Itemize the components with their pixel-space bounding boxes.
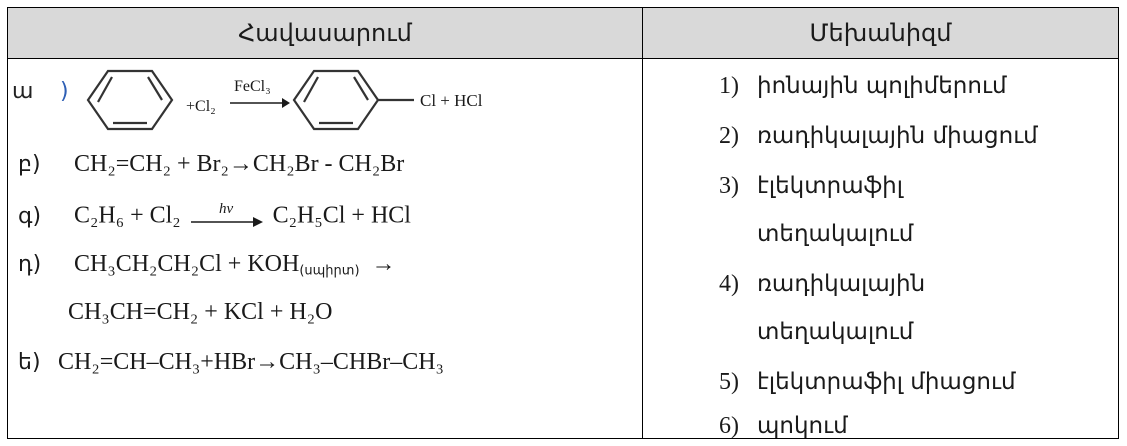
reaction-e-equation: CH₂=CH–CH₃+HBr→CH₃–CHBr–CH₃ — [58, 349, 444, 375]
mechanism-text: պոկում — [757, 413, 848, 439]
reaction-d-line1: CH₃CH₂CH₂Cl + KOH — [74, 251, 300, 277]
mechanism-number: 4) — [719, 271, 739, 297]
reaction-g-left: C₂H₆ + Cl₂ — [74, 202, 181, 229]
solvent-note: (սպիրտ) — [299, 263, 360, 279]
reaction-letter: ա — [12, 79, 34, 104]
reaction-b-equation: CH₂=CH₂ + Br₂→CH₂Br - CH₂Br — [74, 151, 405, 177]
reaction-b: բ) CH₂=CH₂ + Br₂→CH₂Br - CH₂Br — [18, 151, 404, 178]
mechanism-item-3-continued: տեղակալում — [719, 221, 913, 247]
reaction-paren: ) — [60, 79, 69, 104]
reaction-d: դ) CH₃CH₂CH₂Cl + KOH(սպիրտ) → — [18, 251, 396, 278]
mechanism-text: ռադիկալային — [757, 271, 926, 297]
header-mechanism: Մեխանիզմ — [642, 7, 1119, 59]
reaction-mechanism-table: Հավասարում Մեխանիզմ ա ) — [7, 7, 1119, 439]
hv-label: hν — [219, 201, 234, 217]
reaction-g-right: C₂H₅Cl + HCl — [272, 202, 411, 229]
reaction-arrow — [230, 98, 290, 108]
mechanism-number: 2) — [719, 123, 739, 149]
mechanism-number: 3) — [719, 173, 739, 199]
mechanism-text: էլեկտրաֆիլ — [757, 173, 903, 199]
mechanism-number: 1) — [719, 73, 739, 99]
mechanisms-cell: 1) իոնային պոլիմերում 2) ռադիկալային միացո… — [642, 58, 1119, 440]
reaction-g: գ) C₂H₆ + Cl₂ hν C₂H₅Cl + HCl — [18, 201, 411, 233]
hv-arrow: hν — [190, 201, 263, 227]
plus-cl2: +Cl₂ — [186, 98, 216, 115]
mechanism-text-continued: տեղակալում — [757, 221, 914, 247]
header-equation: Հավասարում — [7, 7, 643, 59]
equations-cell: ա ) +Cl₂ FeCl₃ — [7, 58, 643, 439]
mechanism-text: էլեկտրաֆիլ միացում — [757, 369, 1016, 395]
mechanism-item-4-continued: տեղակալում — [719, 319, 913, 345]
mechanism-text-continued: տեղակալում — [757, 319, 914, 345]
benzene-reaction-scheme: +Cl₂ FeCl₃ — [86, 69, 483, 131]
product-tail: Cl + HCl — [420, 91, 483, 110]
mechanism-item-6: 6) պոկում — [719, 413, 848, 440]
mechanism-item-1: 1) իոնային պոլիմերում — [719, 73, 1007, 100]
mechanism-item-2: 2) ռադիկալային միացում — [719, 123, 1038, 150]
reaction-letter: բ) — [18, 152, 41, 177]
table-header-row: Հավասարում Մեխանիզմ — [7, 7, 1119, 59]
reaction-e: ե) CH₂=CH–CH₃+HBr→CH₃–CHBr–CH₃ — [18, 349, 444, 376]
mechanism-item-4: 4) ռադիկալային — [719, 271, 925, 298]
mechanism-number: 5) — [719, 369, 739, 395]
benzene-ring-reactant — [86, 69, 174, 131]
mechanism-number: 6) — [719, 413, 739, 439]
reaction-letter: ե) — [18, 350, 41, 375]
reaction-d-arrow: → — [371, 251, 396, 277]
table-body-row: ա ) +Cl₂ FeCl₃ — [7, 58, 1119, 440]
catalyst-label: FeCl₃ — [234, 78, 271, 95]
benzene-ring-product — [292, 69, 414, 131]
mechanism-item-5: 5) էլեկտրաֆիլ միացում — [719, 369, 1016, 396]
mechanism-text: ռադիկալային միացում — [757, 123, 1038, 149]
reaction-letter: դ) — [18, 252, 42, 277]
reaction-d-line2: CH₃CH=CH₂ + KCl + H₂O — [68, 299, 333, 325]
mechanism-text: իոնային պոլիմերում — [757, 73, 1007, 99]
reaction-letter: գ) — [18, 203, 42, 229]
mechanism-item-3: 3) էլեկտրաֆիլ — [719, 173, 903, 200]
